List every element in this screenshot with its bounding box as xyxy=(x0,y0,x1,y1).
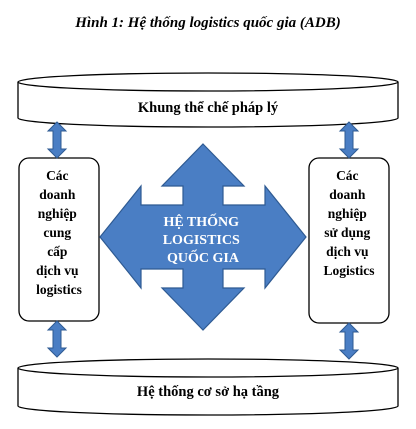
bottom-cylinder: Hệ thống cơ sở hạ tầng xyxy=(17,358,399,416)
top-cylinder-label: Khung thể chế pháp lý xyxy=(138,100,279,116)
figure-title: Hình 1: Hệ thống logistics quốc gia (ADB… xyxy=(74,15,340,31)
left-box-line-1: Các xyxy=(46,168,69,183)
center-line-2: LOGISTICS xyxy=(163,233,240,248)
right-box-line-2: doanh xyxy=(329,187,366,202)
connector-arrow-icon xyxy=(338,322,360,360)
right-box-line-5: dịch vụ xyxy=(326,244,369,259)
svg-text:HỆ THỐNG LOGISTICS: HỆ THỐNG LOGISTICS QUỐC GIA xyxy=(163,212,244,266)
left-box-line-7: logistics xyxy=(36,282,82,297)
center-line-3: QUỐC GIA xyxy=(167,248,240,266)
connector-top-left xyxy=(46,121,68,159)
right-box-line-3: nghiệp xyxy=(328,206,367,221)
left-box-line-3: nghiệp xyxy=(38,206,77,221)
connector-bottom-right xyxy=(338,322,360,360)
center-line-1: HỆ THỐNG xyxy=(163,212,239,230)
bottom-cylinder-label: Hệ thống cơ sở hạ tầng xyxy=(137,384,280,400)
connector-top-right xyxy=(338,121,360,159)
connector-arrow-icon xyxy=(46,121,68,159)
left-box-line-6: dịch vụ xyxy=(36,263,79,278)
top-cylinder: Khung thể chế pháp lý xyxy=(17,72,399,128)
four-way-arrow-icon xyxy=(99,143,307,331)
connector-bottom-left xyxy=(46,320,68,358)
left-box-line-2: doanh xyxy=(39,187,76,202)
svg-text:Các doanh nghiệp: Các doanh nghiệp cung cấp dịch vụ logist… xyxy=(36,168,82,297)
center-four-way-arrow: HỆ THỐNG LOGISTICS QUỐC GIA xyxy=(99,143,307,331)
right-box: Các doanh nghiệp sử dụng dịch vụ Logisti… xyxy=(308,157,390,324)
svg-text:Các doanh nghiệp: Các doanh nghiệp sử dụng dịch vụ Logisti… xyxy=(323,168,374,278)
left-box-line-5: cấp xyxy=(47,244,67,259)
connector-arrow-icon xyxy=(46,320,68,358)
connector-arrow-icon xyxy=(338,121,360,159)
left-box-line-4: cung xyxy=(43,225,71,240)
right-box-line-4: sử dụng xyxy=(324,225,370,240)
left-box: Các doanh nghiệp cung cấp dịch vụ logist… xyxy=(18,157,100,322)
right-box-line-6: Logistics xyxy=(323,263,374,278)
right-box-line-1: Các xyxy=(336,168,359,183)
